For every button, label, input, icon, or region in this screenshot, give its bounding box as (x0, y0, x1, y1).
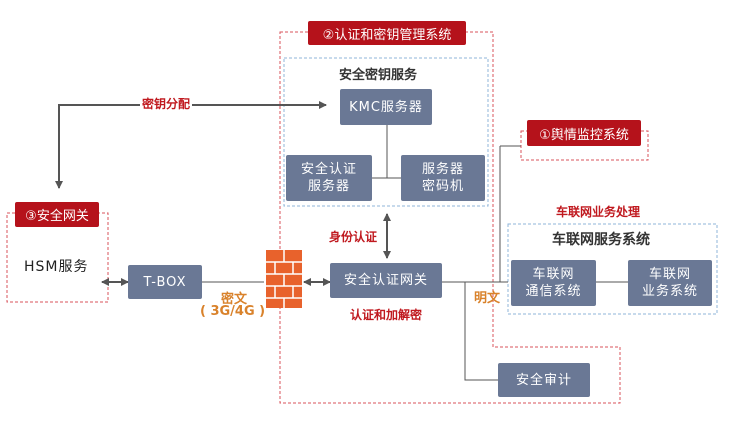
key-distribution-line (55, 101, 327, 189)
opinion-monitor-badge: ①舆情监控系统 (527, 120, 641, 146)
security-gateway-badge: ③安全网关 (15, 202, 99, 227)
tbox-node: T-BOX (128, 265, 202, 299)
security-audit-node: 安全审计 (498, 363, 590, 397)
kmc-server-node: KMC服务器 (340, 89, 432, 125)
secure-key-service-title: 安全密钥服务 (339, 68, 418, 83)
auth-key-mgmt-badge: ②认证和密钥管理系统 (308, 21, 466, 45)
iov-comm-node: 车联网 通信系统 (511, 260, 596, 306)
key-distribution-label: 密钥分配 (140, 95, 193, 112)
auth-encrypt-label: 认证和加解密 (350, 308, 423, 322)
iov-biz-node: 车联网 业务系统 (628, 260, 712, 306)
plaintext-label: 明文 (474, 291, 501, 306)
iov-biz-processing-label: 车联网业务处理 (556, 205, 641, 219)
crypto-machine-node: 服务器 密码机 (401, 155, 485, 201)
network-label: ( 3G/4G ) (200, 304, 266, 319)
iov-service-group (507, 223, 718, 315)
ciphertext-label: 密文 (221, 292, 248, 307)
identity-auth-label: 身份认证 (329, 230, 378, 244)
audit-link (464, 282, 498, 381)
hsm-service-label: HSM服务 (24, 259, 89, 275)
brick-wall-icon (266, 250, 302, 308)
auth-server-node: 安全认证 服务器 (286, 155, 372, 201)
auth-key-mgmt-boundary (279, 31, 621, 404)
auth-gateway-node: 安全认证网关 (330, 263, 442, 298)
iov-service-system-title: 车联网服务系统 (552, 232, 650, 248)
